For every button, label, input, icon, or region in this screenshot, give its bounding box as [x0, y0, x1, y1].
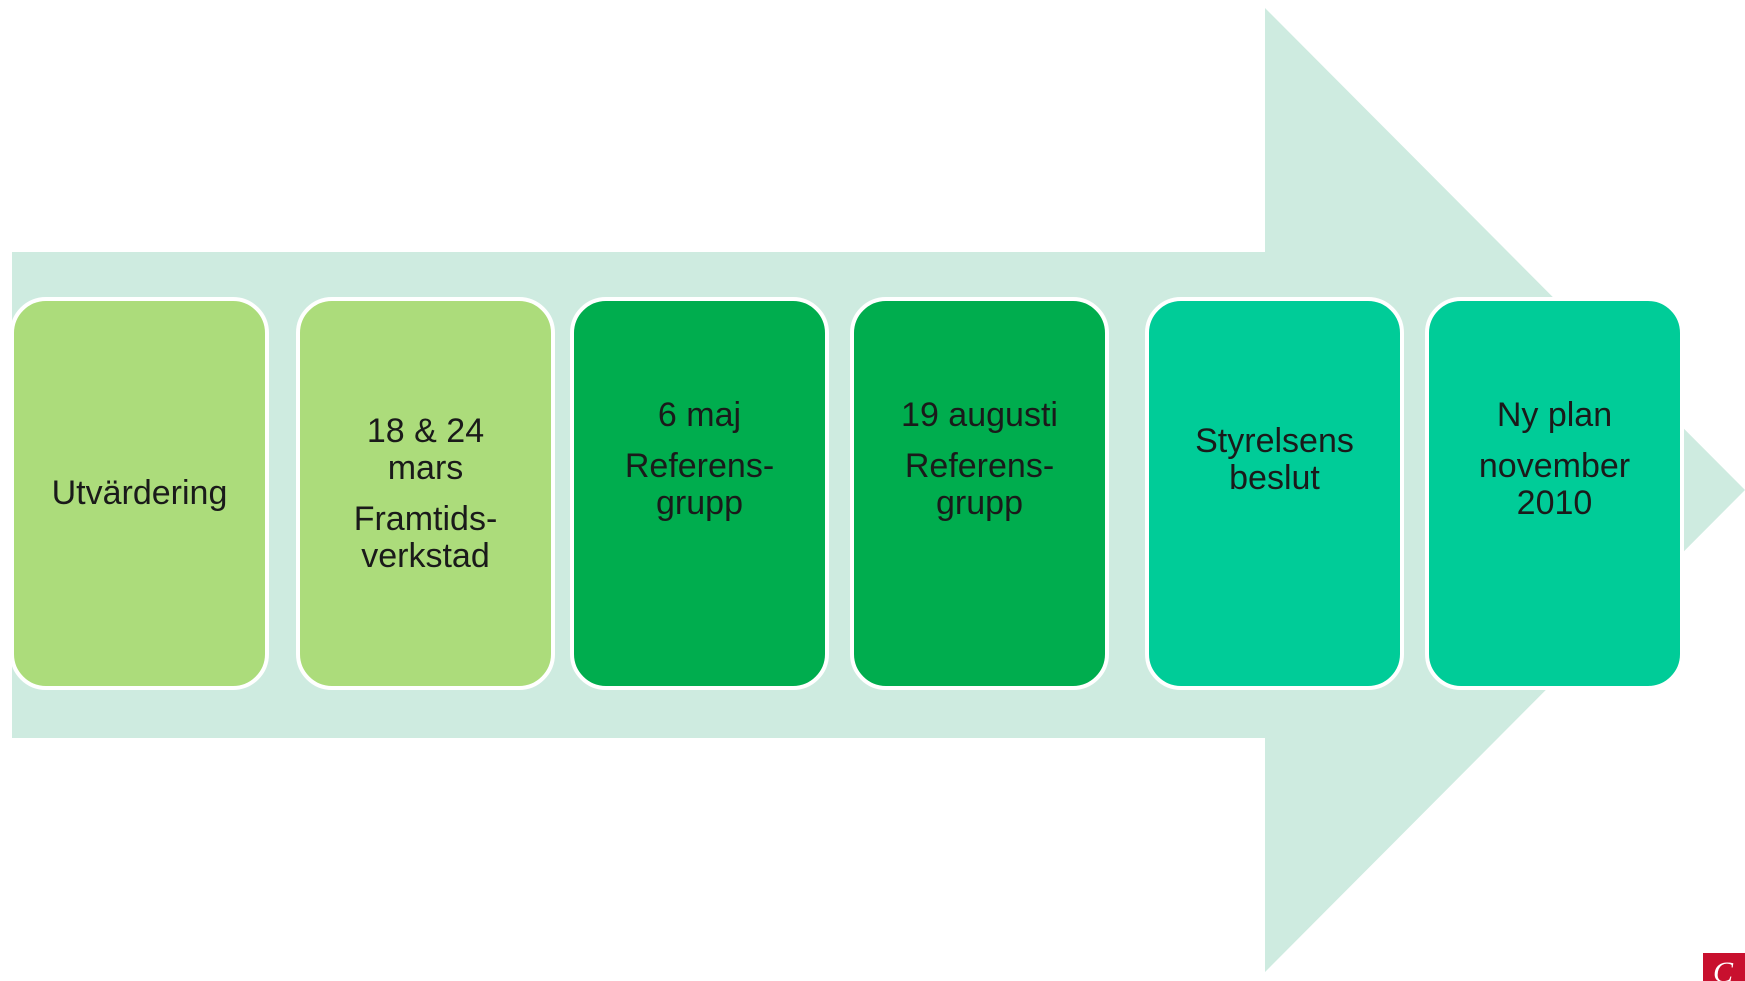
step-label: Referens-	[624, 447, 775, 485]
step-date: 2010	[1516, 484, 1593, 522]
step-label: Framtids-	[353, 499, 498, 538]
step-box-styrelsens-beslut: Styrelsens beslut	[1145, 297, 1404, 690]
step-label: verkstad	[361, 536, 490, 575]
step-label: Referens-	[904, 447, 1055, 485]
step-date: 19 augusti	[901, 396, 1058, 434]
step-label: Ny plan	[1496, 396, 1613, 434]
step-date: november	[1478, 447, 1631, 485]
step-label: beslut	[1229, 458, 1320, 497]
step-date: mars	[387, 448, 464, 487]
step-date: 18 & 24	[366, 411, 485, 450]
step-label: Styrelsens	[1195, 421, 1354, 460]
step-label: grupp	[936, 484, 1023, 522]
step-box-utvardering: Utvärdering	[10, 297, 269, 690]
step-box-framtidsverkstad: 18 & 24 mars Framtids- verkstad	[296, 297, 555, 690]
step-date: 6 maj	[657, 396, 742, 434]
step-label: grupp	[656, 484, 743, 522]
step-box-referensgrupp-maj: 6 maj Referens- grupp	[570, 297, 829, 690]
step-box-referensgrupp-augusti: 19 augusti Referens- grupp	[850, 297, 1109, 690]
logo-icon: C	[1703, 953, 1745, 981]
step-label: Utvärdering	[51, 474, 228, 512]
step-box-ny-plan: Ny plan november 2010	[1425, 297, 1684, 690]
